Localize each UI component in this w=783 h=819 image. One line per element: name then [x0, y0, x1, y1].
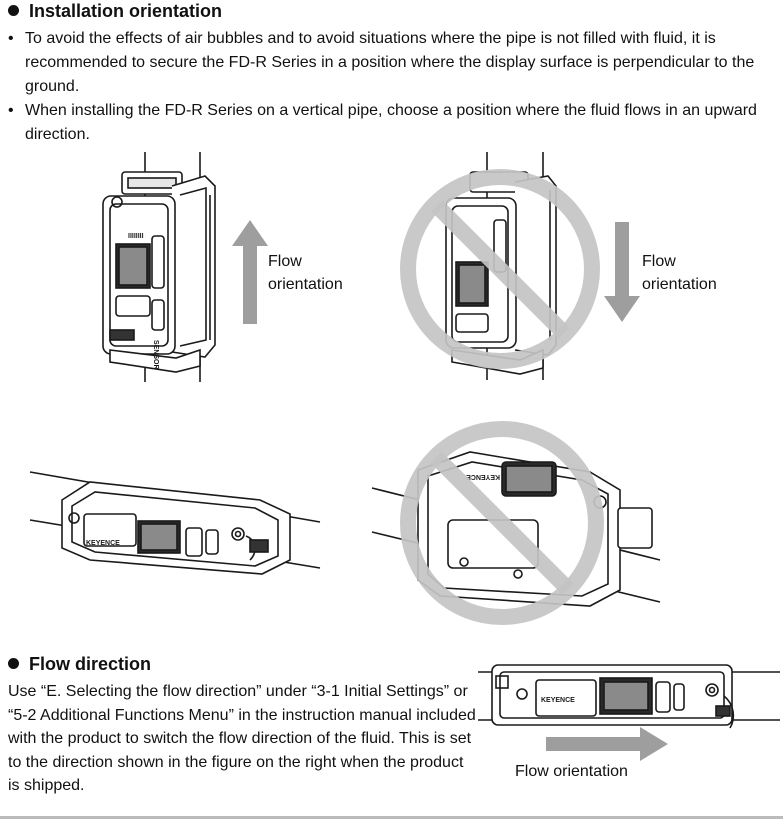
vertical-ng-caption: Flow orientation: [642, 253, 717, 293]
installation-heading: Installation orientation: [8, 1, 222, 22]
flow-device-brand: KEYENCE: [541, 697, 575, 704]
down-arrow-icon: [604, 222, 640, 322]
installation-bullet-1: To avoid the effects of air bubbles and …: [8, 27, 778, 99]
flow-direction-caption: Flow orientation: [515, 763, 628, 780]
installation-bullet-2: When installing the FD-R Series on a ver…: [8, 99, 778, 147]
vertical-device-ok: IIIIIIII: [102, 152, 216, 382]
page-bottom-divider: [0, 816, 783, 819]
vertical-ok-caption: Flow orientation: [268, 253, 343, 293]
vertical-device-side-label: SENSOR: [152, 340, 159, 370]
prohibited-icon: [400, 421, 604, 625]
flow-direction-paragraph: Use “E. Selecting the flow direction” un…: [8, 683, 476, 794]
bullet-dot-icon: [8, 658, 19, 669]
up-arrow-icon: [232, 220, 268, 324]
horizontal-ng-brand: KEYENCE: [466, 473, 500, 480]
prohibited-icon: [400, 169, 600, 369]
horizontal-device-ok: [29, 471, 321, 575]
right-arrow-icon: [546, 727, 668, 761]
bullet-dot-icon: [8, 5, 19, 16]
flow-direction-heading: Flow direction: [8, 654, 151, 675]
svg-text:IIIIIIII: IIIIIIII: [128, 233, 144, 240]
flow-direction-device: [478, 664, 780, 729]
installation-bullets: To avoid the effects of air bubbles and …: [8, 27, 778, 147]
horizontal-device-brand: KEYENCE: [86, 540, 120, 547]
